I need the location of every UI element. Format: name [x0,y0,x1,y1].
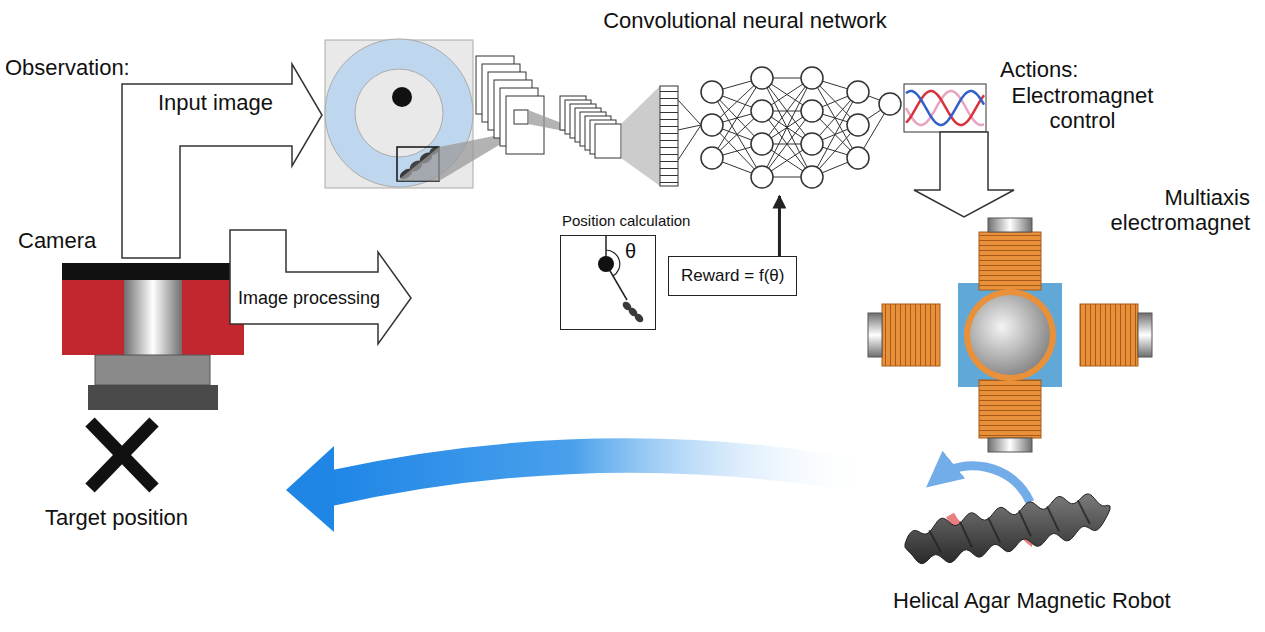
robot-label: Helical Agar Magnetic Robot [893,588,1171,613]
arrow-outline [230,230,411,344]
network-neuron [701,81,723,103]
waveform-box [904,84,986,132]
position-sketch [633,312,645,324]
input-image [355,69,443,157]
helix-ridge [929,530,941,552]
helix-ridge [988,518,1000,543]
electromagnet-symbol [964,289,1056,381]
network-neuron [801,100,823,122]
target-mark [90,422,154,488]
network-neuron [751,133,773,155]
helix-ridge [1078,500,1090,524]
network-link [678,125,701,160]
flow-arrow [778,196,781,256]
target-mark [90,422,154,488]
position-sketch [561,236,654,328]
helix-ridge [1019,510,1031,536]
network-neuron [847,81,869,103]
rotation-arrows [940,466,1030,502]
waveform [906,91,984,125]
camera-symbol [62,263,244,410]
electromagnet-symbol [1080,304,1138,366]
feature-maps [621,86,660,186]
feature-maps [514,110,528,124]
camera-symbol [62,280,244,355]
target-label: Target position [45,505,188,530]
action-arrow [914,132,1014,217]
electromagnet-symbol [988,438,1032,452]
electromagnet-label: Multiaxis electromagnet [1095,185,1250,235]
network-neuron [847,114,869,136]
network-link [678,125,701,130]
electromagnet-symbol [958,283,1062,387]
network-neuron [801,133,823,155]
image-label: Input image [158,90,273,115]
waveform-box [904,84,986,132]
network-link [678,100,701,125]
waveform [906,91,984,125]
network-neuron [701,114,723,136]
network-neuron [847,147,869,169]
electromagnet-symbol [868,313,882,357]
helix-ridge [960,522,972,548]
helical-robot [905,494,1110,564]
network-neuron [701,147,723,169]
camera-symbol [95,355,210,385]
network-neuron [751,166,773,188]
observation-arrow [122,64,322,258]
helix-ridge [1047,506,1059,531]
actions-label: Actions: [1000,57,1078,82]
network-neuron [751,100,773,122]
camera-symbol [124,280,182,355]
network-neuron [751,67,773,89]
electromagnet-symbol [988,218,1032,232]
network-neuron [801,166,823,188]
arrow-outline [228,228,414,346]
electromagnet-symbol [979,232,1041,290]
waveform [906,91,984,125]
feedback-arrow [332,438,868,506]
process-arrow: Image processing [228,228,414,346]
helical-robot [905,494,1110,564]
camera-symbol [88,385,218,410]
electromagnet-symbol [979,380,1041,438]
network-link [762,78,812,177]
feedback-arrow [286,438,868,532]
observation-arrow [122,64,322,258]
neural-network [678,67,901,188]
position-sketch [598,256,614,272]
target-mark [90,422,154,488]
angle-symbol: θ [625,239,636,263]
camera-symbol [62,263,244,280]
network-neuron [801,67,823,89]
process-label: Image processing [238,272,380,324]
reward-label: Reward = f(θ) [681,266,784,285]
reward-box: Reward = f(θ) [668,256,797,296]
control-label: Electromagnet control [1000,83,1165,133]
input-image [392,87,412,107]
network-heading: Convolutional neural network [590,8,900,34]
position-box: θ [560,235,656,330]
electromagnet-symbol [868,218,1152,452]
feature-maps [397,56,678,186]
electromagnet-symbol [882,304,940,366]
electromagnet-symbol [970,295,1050,375]
feature-maps [660,86,678,186]
electromagnet-symbol [1138,313,1152,357]
action-arrow [914,132,1014,217]
feedback-arrow [286,446,334,532]
network-block: Convolutional neural network [590,8,900,196]
feature-maps [595,124,621,158]
network-link [762,78,812,177]
panel-heading: Position calculation [562,210,690,232]
network-neuron [879,93,901,115]
waveform [906,91,984,125]
observation-label: Observation: [5,55,130,80]
camera-label: Camera [18,228,96,253]
